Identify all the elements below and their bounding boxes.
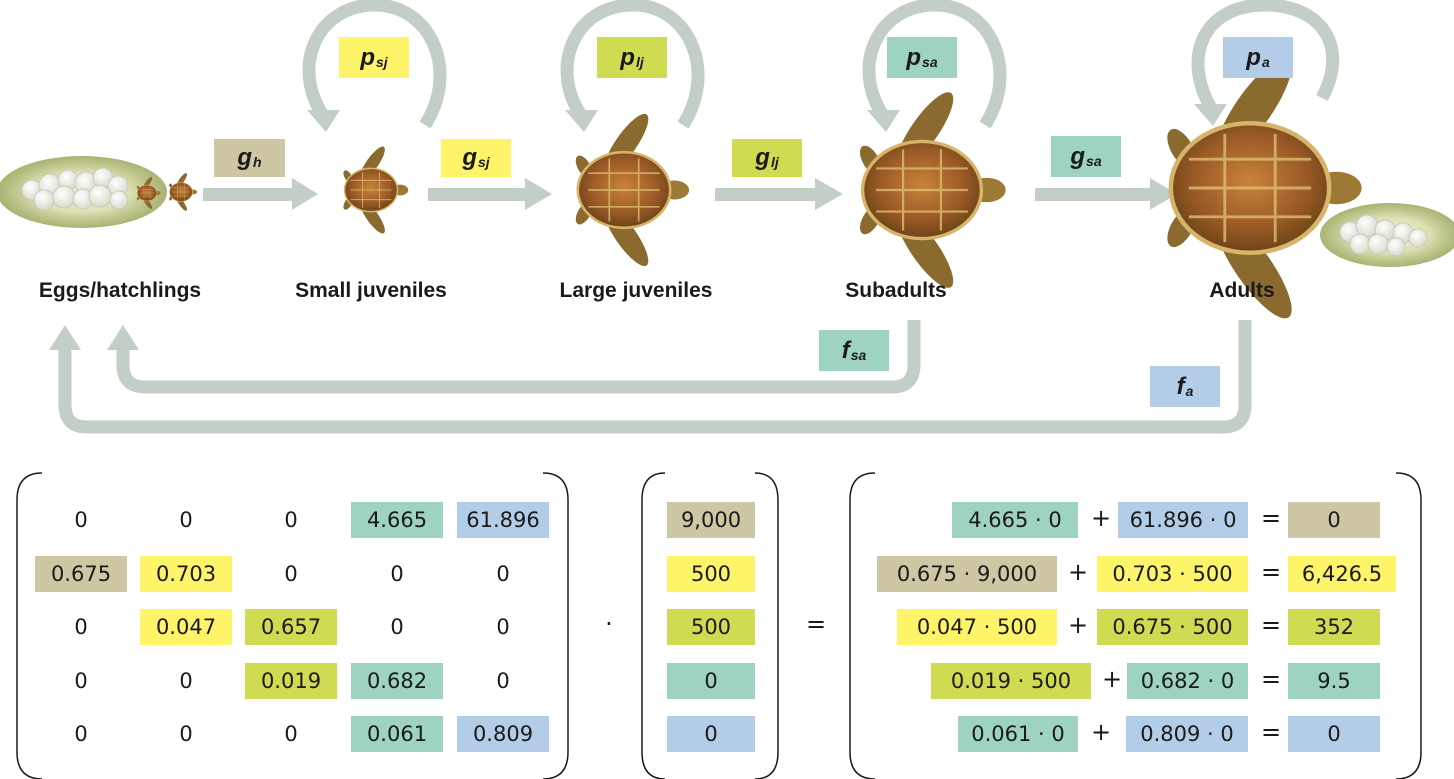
- brackets: [16, 472, 1422, 779]
- stage-label-large-juveniles: Large juveniles: [559, 279, 713, 302]
- matrix-cell: 0.047: [140, 609, 232, 645]
- matrix-cell: 4.665: [351, 502, 443, 538]
- result-value: 352: [1288, 609, 1380, 645]
- matrix-cell: 0: [496, 562, 510, 586]
- stage-label-adults: Adults: [1209, 279, 1275, 302]
- matrix-cell: 0: [284, 508, 298, 532]
- hatchling-turtle-1: [136, 177, 161, 209]
- equals-sign: =: [1260, 611, 1282, 639]
- plus-sign: +: [1090, 504, 1112, 532]
- result-term-a: 0.061 · 0: [958, 716, 1078, 752]
- loop-arrowheads: [307, 104, 1227, 132]
- equals-sign: =: [1260, 718, 1282, 746]
- stage-label-eggs: Eggs/hatchlings: [38, 279, 202, 302]
- large-juvenile-turtle: [575, 113, 690, 267]
- result-term-b: 0.682 · 0: [1127, 663, 1248, 699]
- matrix-cell: 0: [496, 669, 510, 693]
- fecundity-arrowheads: [49, 325, 139, 350]
- matrix-cell: 0: [74, 615, 88, 639]
- result-value: 9.5: [1288, 663, 1380, 699]
- result-term-b: 0.703 · 500: [1097, 556, 1248, 592]
- matrix-cell: 0: [284, 562, 298, 586]
- nest-left: [0, 156, 167, 228]
- turtles: [136, 57, 1362, 319]
- result-term-a: 0.019 · 500: [931, 663, 1091, 699]
- result-value: 0: [1288, 716, 1380, 752]
- matrix-cell: 0: [74, 669, 88, 693]
- result-value: 6,426.5: [1288, 556, 1396, 592]
- fecundity-arrows: [58, 320, 1252, 434]
- result-term-b: 61.896 · 0: [1118, 502, 1248, 538]
- adult-turtle: [1167, 57, 1362, 319]
- equals-sign: =: [1260, 665, 1282, 693]
- matrix-cell: 0: [390, 562, 404, 586]
- plus-sign: +: [1090, 718, 1112, 746]
- hatchling-turtle-2: [169, 173, 198, 211]
- matrix-cell: 0: [74, 722, 88, 746]
- result-term-b: 0.675 · 500: [1097, 609, 1248, 645]
- result-term-a: 0.047 · 500: [897, 609, 1057, 645]
- plus-sign: +: [1101, 665, 1123, 693]
- growth-arrows: [203, 178, 1177, 210]
- equals-sign: =: [805, 610, 827, 638]
- matrix-cell: 0.657: [245, 609, 337, 645]
- plus-sign: +: [1067, 611, 1089, 639]
- vector-cell: 500: [667, 556, 755, 592]
- equals-sign: =: [1260, 504, 1282, 532]
- matrix-cell: 0: [390, 615, 404, 639]
- stage-label-subadults: Subadults: [845, 279, 947, 302]
- matrix-cell: 0: [179, 669, 193, 693]
- vector-cell: 0: [667, 716, 755, 752]
- survival-loops: [302, 0, 1340, 129]
- matrix-cell: 0: [496, 615, 510, 639]
- multiply-dot: ·: [605, 610, 613, 638]
- stage-label-small-juveniles: Small juveniles: [295, 279, 447, 302]
- matrix-cell: 0.675: [35, 556, 127, 592]
- matrix-cell: 0: [74, 508, 88, 532]
- matrix-cell: 0.019: [245, 663, 337, 699]
- matrix-cell: 0.809: [457, 716, 549, 752]
- matrix-cell: 0.682: [351, 663, 443, 699]
- matrix-cell: 0: [179, 722, 193, 746]
- matrix-cell: 0: [284, 722, 298, 746]
- matrix-cell: 0.061: [351, 716, 443, 752]
- nest-right: [1320, 203, 1454, 267]
- matrix-cell: 61.896: [457, 502, 549, 538]
- matrix-cell: 0.703: [140, 556, 232, 592]
- result-term-b: 0.809 · 0: [1126, 716, 1248, 752]
- result-value: 0: [1288, 502, 1380, 538]
- equals-sign: =: [1260, 558, 1282, 586]
- vector-cell: 9,000: [667, 502, 755, 538]
- plus-sign: +: [1067, 558, 1089, 586]
- matrix-cell: 0: [179, 508, 193, 532]
- vector-cell: 0: [667, 663, 755, 699]
- result-term-a: 0.675 · 9,000: [877, 556, 1057, 592]
- small-juvenile-turtle: [343, 146, 409, 234]
- subadult-turtle: [859, 92, 1006, 288]
- vector-cell: 500: [667, 609, 755, 645]
- result-term-a: 4.665 · 0: [952, 502, 1078, 538]
